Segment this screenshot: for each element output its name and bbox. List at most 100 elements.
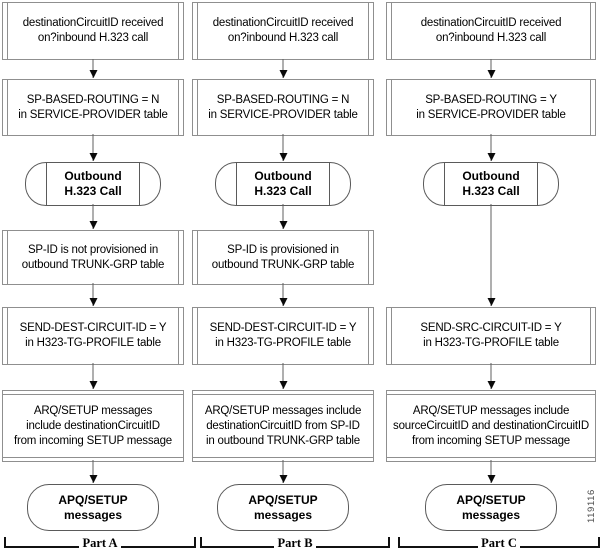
box-text-line: in SERVICE-PROVIDER table [416, 108, 566, 121]
outbound-call-terminator: Outbound H.323 Call [25, 162, 161, 206]
flow-arrow [490, 204, 492, 306]
flow-column-part-c: destinationCircuitID received on?inbound… [386, 0, 596, 556]
box-text-line: in H323-TG-PROFILE table [423, 337, 559, 349]
flow-arrow [282, 363, 284, 389]
terminator-text-line: APQ/SETUP [456, 492, 526, 507]
box-text-line: on?inbound H.323 call [435, 32, 547, 44]
box-text-line: from incoming SETUP message [13, 434, 172, 447]
flow-arrow [282, 59, 284, 78]
flow-arrow [92, 59, 94, 78]
terminator-text-line: Outbound [254, 169, 312, 183]
box-text-line: outbound TRUNK-GRP table [21, 258, 165, 271]
flow-arrow [282, 460, 284, 483]
flow-column-part-b: destinationCircuitID received on?inbound… [192, 0, 374, 556]
terminator-text-line: messages [461, 507, 521, 522]
terminator-text-line: Outbound [64, 169, 122, 183]
box-text-line: SP-BASED-ROUTING = N [26, 93, 160, 106]
flow-arrow [92, 363, 94, 389]
part-bracket: Part A [4, 536, 196, 550]
box-text-line: on?inbound H.323 call [37, 32, 149, 44]
part-label: Part B [277, 536, 313, 550]
box-text-line: ARQ/SETUP messages include [412, 404, 570, 417]
box-text-line: SEND-DEST-CIRCUIT-ID = Y [209, 322, 357, 334]
start-box: destinationCircuitID received on?inbound… [2, 2, 184, 60]
routing-box: SP-BASED-ROUTING = N in SERVICE-PROVIDER… [2, 79, 184, 136]
outbound-call-terminator: Outbound H.323 Call [423, 162, 559, 206]
terminator-text-line: APQ/SETUP [248, 492, 318, 507]
flow-column-part-a: destinationCircuitID received on?inbound… [2, 0, 184, 556]
result-terminator: APQ/SETUP messages [425, 484, 557, 531]
bracket-tick [4, 537, 6, 548]
outbound-call-terminator: Outbound H.323 Call [215, 162, 351, 206]
flow-arrow [490, 460, 492, 483]
bracket-tick [388, 537, 390, 548]
box-text-line: on?inbound H.323 call [227, 32, 339, 44]
flow-arrow [92, 460, 94, 483]
box-text-line: SP-BASED-ROUTING = Y [425, 93, 557, 106]
bracket-line [400, 546, 479, 548]
flow-arrow [282, 283, 284, 306]
box-text-line: SP-ID is not provisioned in [27, 243, 159, 256]
arq-setup-box: ARQ/SETUP messages include destinationCi… [192, 390, 374, 462]
result-terminator: APQ/SETUP messages [27, 484, 159, 531]
tg-profile-box: SEND-DEST-CIRCUIT-ID = Y in H323-TG-PROF… [2, 307, 184, 365]
flow-arrow [490, 134, 492, 161]
bracket-line [6, 546, 80, 548]
box-text-line: SP-ID is provisioned in [227, 243, 339, 256]
terminator-text-line: messages [63, 507, 123, 522]
box-text-line: from incoming SETUP message [411, 434, 570, 447]
box-text-line: destinationCircuitID received [420, 17, 562, 29]
bracket-tick [398, 537, 400, 548]
bracket-tick [598, 537, 600, 548]
bracket-line [202, 546, 275, 548]
terminator-text-line: APQ/SETUP [58, 492, 128, 507]
start-box: destinationCircuitID received on?inbound… [192, 2, 374, 60]
terminator-text-line: H.323 Call [462, 184, 520, 198]
bracket-line [519, 546, 598, 548]
flow-arrow [490, 363, 492, 389]
box-text-line: SEND-DEST-CIRCUIT-ID = Y [19, 322, 167, 334]
box-text-line: ARQ/SETUP messages [33, 404, 153, 417]
flow-arrow [282, 204, 284, 229]
part-bracket: Part B [200, 536, 390, 550]
trunk-grp-box: SP-ID is not provisioned in outbound TRU… [2, 230, 184, 285]
part-label: Part A [82, 536, 118, 550]
box-text-line: destinationCircuitID received [22, 17, 164, 29]
arq-setup-box: ARQ/SETUP messages include destinationCi… [2, 390, 184, 462]
flow-arrow [490, 59, 492, 78]
terminator-text-line: Outbound [462, 169, 520, 183]
box-text-line: ARQ/SETUP messages include [204, 404, 362, 417]
box-text-line: SEND-SRC-CIRCUIT-ID = Y [420, 322, 562, 334]
flow-arrow [92, 134, 94, 161]
routing-box: SP-BASED-ROUTING = Y in SERVICE-PROVIDER… [386, 79, 596, 136]
box-text-line: in H323-TG-PROFILE table [215, 337, 351, 349]
tg-profile-box: SEND-DEST-CIRCUIT-ID = Y in H323-TG-PROF… [192, 307, 374, 365]
tg-profile-box: SEND-SRC-CIRCUIT-ID = Y in H323-TG-PROFI… [386, 307, 596, 365]
terminator-text-line: H.323 Call [64, 184, 122, 198]
terminator-text-line: H.323 Call [254, 184, 312, 198]
bracket-line [120, 546, 194, 548]
terminator-text-line: messages [253, 507, 313, 522]
part-label: Part C [481, 536, 517, 550]
flow-arrow [92, 283, 94, 306]
start-box: destinationCircuitID received on?inbound… [386, 2, 596, 60]
box-text-line: destinationCircuitID from SP-ID [206, 419, 360, 432]
part-bracket: Part C [398, 536, 600, 550]
trunk-grp-box: SP-ID is provisioned in outbound TRUNK-G… [192, 230, 374, 285]
box-text-line: SP-BASED-ROUTING = N [216, 93, 350, 106]
flow-arrow [282, 134, 284, 161]
box-text-line: outbound TRUNK-GRP table [211, 258, 355, 271]
box-text-line: in SERVICE-PROVIDER table [18, 108, 168, 121]
routing-box: SP-BASED-ROUTING = N in SERVICE-PROVIDER… [192, 79, 374, 136]
result-terminator: APQ/SETUP messages [217, 484, 349, 531]
bracket-tick [200, 537, 202, 548]
box-text-line: sourceCircuitID and destinationCircuitID [393, 419, 589, 432]
box-text-line: in H323-TG-PROFILE table [25, 337, 161, 349]
bracket-tick [194, 537, 196, 548]
box-text-line: destinationCircuitID received [212, 17, 354, 29]
box-text-line: include destinationCircuitID [26, 419, 160, 432]
figure-number: 119116 [586, 489, 597, 523]
box-text-line: in SERVICE-PROVIDER table [208, 108, 358, 121]
bracket-line [315, 546, 388, 548]
